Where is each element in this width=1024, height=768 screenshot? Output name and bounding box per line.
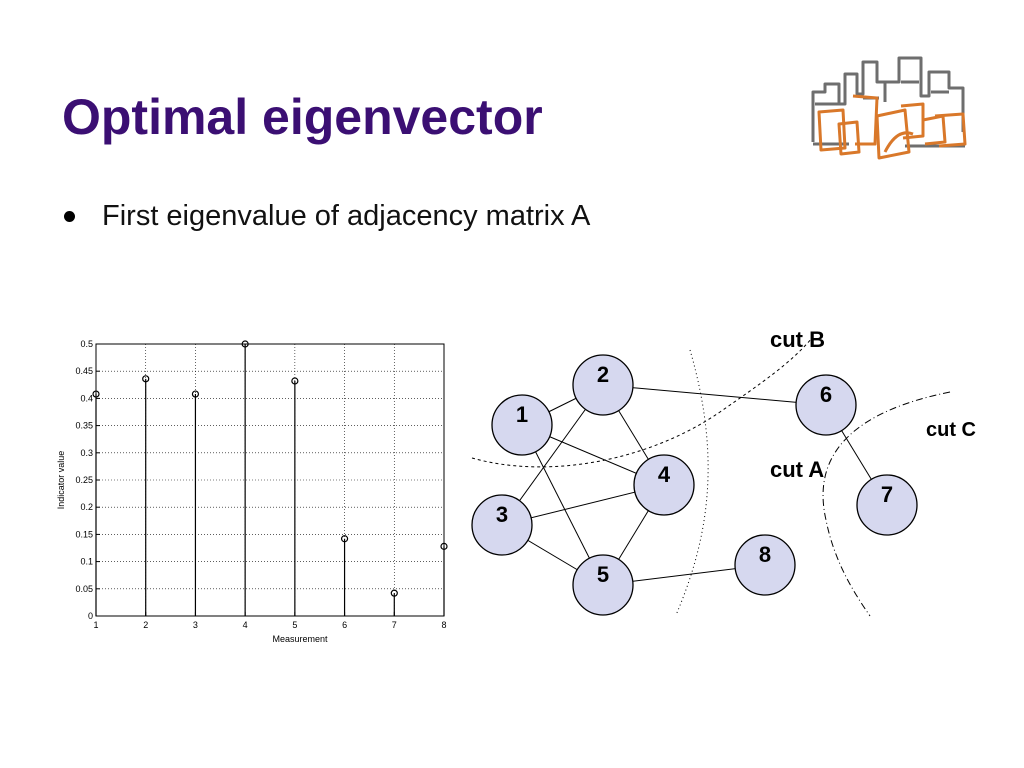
graph-node-label: 2 bbox=[597, 362, 609, 387]
y-tick-label: 0.1 bbox=[80, 557, 93, 567]
cut-a-line bbox=[675, 349, 709, 616]
graph-edge bbox=[602, 384, 827, 406]
graph-node-label: 3 bbox=[496, 502, 508, 527]
graph-node-3 bbox=[471, 494, 533, 556]
x-tick-label: 4 bbox=[243, 620, 248, 630]
x-tick-label: 7 bbox=[392, 620, 397, 630]
cut-c-line bbox=[822, 391, 951, 617]
graph-node-2 bbox=[572, 354, 634, 416]
cut-c-label: cut C bbox=[926, 419, 976, 441]
x-tick-label: 8 bbox=[441, 620, 446, 630]
y-tick-label: 0.25 bbox=[75, 475, 93, 485]
cut-b-label: cut B bbox=[770, 327, 825, 352]
graph-node-1 bbox=[491, 394, 553, 456]
stem-marker bbox=[291, 377, 299, 385]
x-tick-label: 2 bbox=[143, 620, 148, 630]
cut-b-line bbox=[471, 337, 813, 468]
x-axis-label: Measurement bbox=[272, 634, 328, 644]
graph-node-label: 7 bbox=[881, 482, 893, 507]
graph-node-5 bbox=[572, 554, 634, 616]
y-tick-label: 0 bbox=[88, 611, 93, 621]
y-tick-label: 0.3 bbox=[80, 448, 93, 458]
graph-diagram: 1 2 3 4 5 6 7 8 cut A cut B cut C bbox=[471, 327, 976, 617]
y-tick-label: 0.5 bbox=[80, 339, 93, 349]
graph-node-label: 1 bbox=[516, 402, 528, 427]
bullet-text: First eigenvalue of adjacency matrix A bbox=[102, 200, 591, 232]
y-tick-label: 0.4 bbox=[80, 393, 93, 403]
skyline-logo-icon bbox=[811, 56, 967, 160]
stem-chart: 0 0.05 0.1 0.15 0.2 0.25 0.3 0.35 0.4 0.45 0.5 1 2 3… bbox=[56, 339, 448, 644]
graph-node-7 bbox=[856, 474, 918, 536]
y-tick-label: 0.05 bbox=[75, 584, 93, 594]
graph-node-4 bbox=[633, 454, 695, 516]
y-tick-label: 0.2 bbox=[80, 502, 93, 512]
stem-marker bbox=[390, 589, 398, 597]
graph-node-label: 5 bbox=[597, 562, 609, 587]
graph-node-6 bbox=[795, 374, 857, 436]
x-tick-label: 5 bbox=[292, 620, 297, 630]
y-tick-label: 0.35 bbox=[75, 421, 93, 431]
x-tick-label: 1 bbox=[93, 620, 98, 630]
stem-marker bbox=[440, 542, 448, 550]
slide-title: Optimal eigenvector bbox=[62, 89, 543, 145]
graph-node-label: 6 bbox=[820, 382, 832, 407]
graph-node-label: 4 bbox=[658, 462, 671, 487]
bullet-item: First eigenvalue of adjacency matrix A bbox=[64, 200, 590, 233]
stem-marker bbox=[241, 340, 249, 348]
stem-marker bbox=[142, 375, 150, 383]
bullet-dot-icon bbox=[64, 211, 75, 222]
stem-marker bbox=[191, 390, 200, 398]
graph-node-8 bbox=[734, 534, 796, 596]
stem-marker bbox=[340, 535, 349, 543]
y-axis-label: Indicator value bbox=[56, 451, 66, 510]
graph-node-label: 8 bbox=[759, 542, 771, 567]
y-tick-label: 0.45 bbox=[75, 366, 93, 376]
y-tick-label: 0.15 bbox=[75, 529, 93, 539]
x-tick-label: 6 bbox=[342, 620, 347, 630]
stem-marker bbox=[92, 390, 100, 398]
x-tick-label: 3 bbox=[193, 620, 198, 630]
cut-a-label: cut A bbox=[770, 457, 824, 482]
